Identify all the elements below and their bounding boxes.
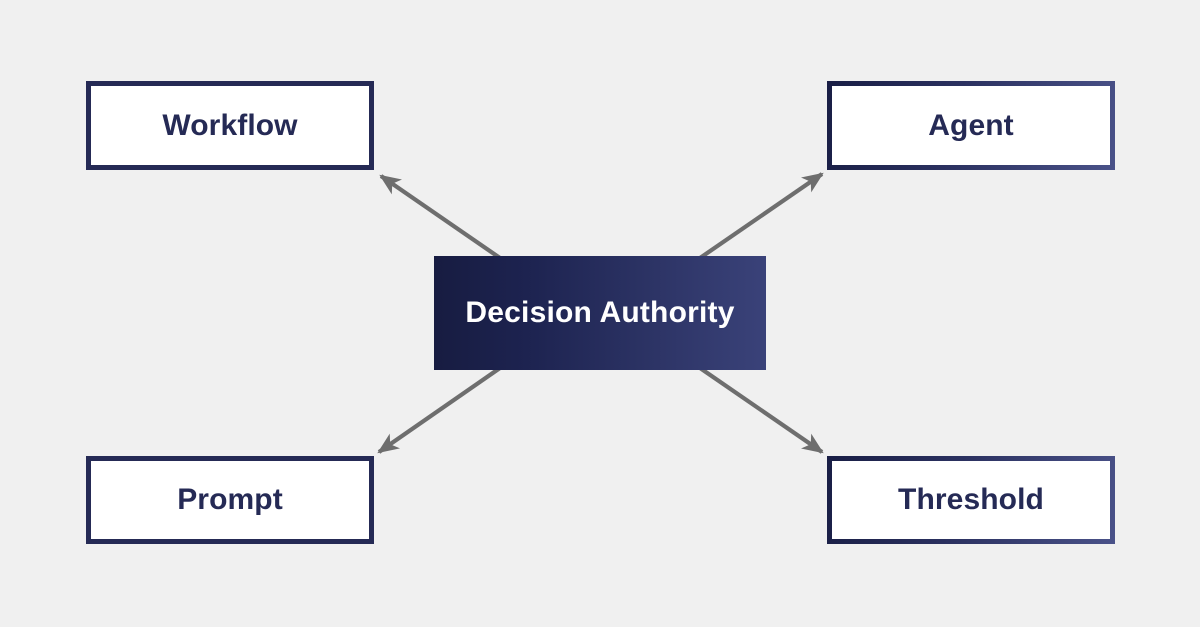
node-prompt-label: Prompt: [177, 483, 283, 516]
connector-center-to-threshold: [698, 366, 824, 454]
node-decision-authority[interactable]: Decision Authority: [434, 256, 766, 370]
connector-center-to-agent: [698, 172, 824, 260]
node-prompt[interactable]: Prompt: [86, 456, 374, 544]
node-threshold[interactable]: Threshold: [827, 456, 1115, 544]
node-agent[interactable]: Agent: [827, 81, 1115, 170]
node-agent-label: Agent: [928, 108, 1014, 142]
connector-center-to-prompt: [377, 366, 502, 454]
node-threshold-label: Threshold: [898, 483, 1044, 516]
node-workflow[interactable]: Workflow: [86, 81, 374, 170]
node-decision-authority-label: Decision Authority: [465, 296, 735, 329]
connector-center-to-workflow: [379, 174, 502, 260]
node-workflow-label: Workflow: [162, 108, 298, 142]
